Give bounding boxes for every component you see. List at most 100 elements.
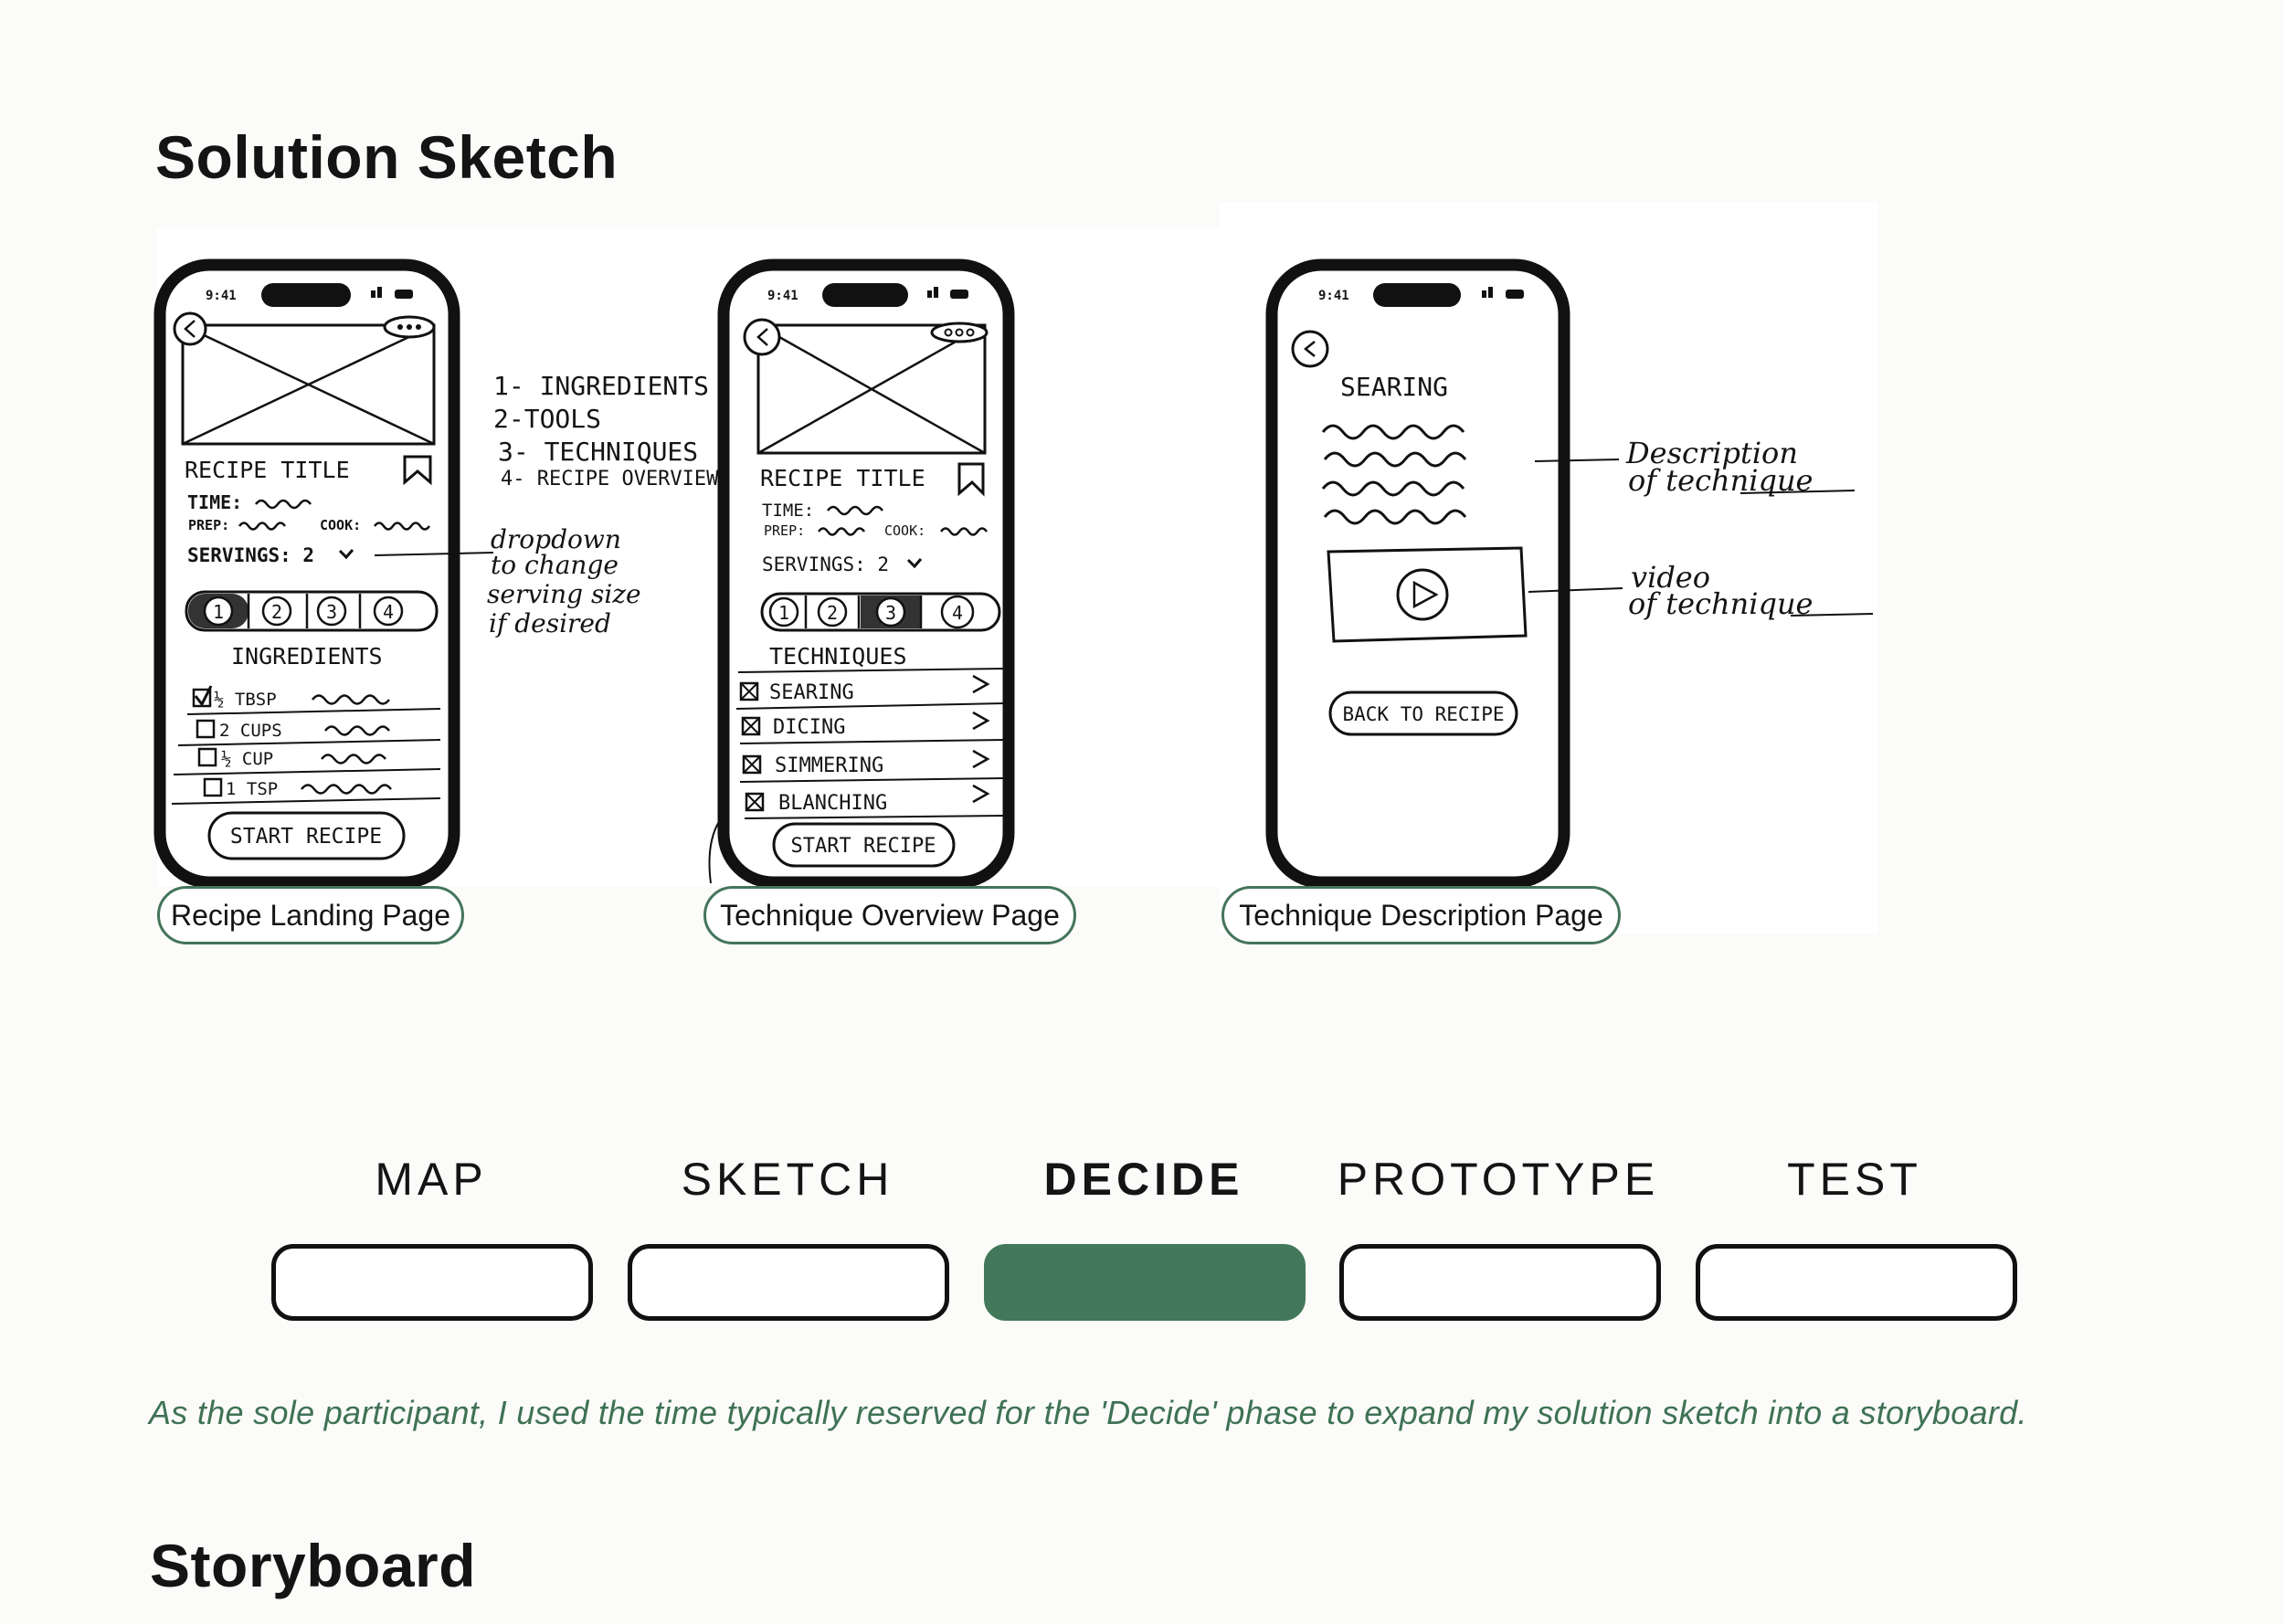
phone-notch <box>822 283 908 307</box>
technique-heading: SEARING <box>1340 372 1448 402</box>
time-label: TIME: <box>762 501 814 521</box>
technique-row[interactable]: SIMMERING <box>739 749 1006 783</box>
phase-label-decide: DECIDE <box>1043 1154 1244 1205</box>
section-heading: INGREDIENTS <box>231 643 383 670</box>
ingredient-row[interactable]: 2 CUPS <box>177 719 441 746</box>
ingredient-label: ½ CUP <box>221 749 273 769</box>
video-placeholder[interactable] <box>1327 546 1528 643</box>
back-to-recipe-button[interactable] <box>1328 691 1518 736</box>
video-annotation: video of technique <box>1628 560 1874 621</box>
tab-2-label: 2 <box>271 601 282 623</box>
tab-2[interactable] <box>817 596 848 627</box>
phone-frame <box>717 258 1015 889</box>
time-label: TIME: <box>187 491 242 513</box>
ingredient-label: ½ TBSP <box>214 690 277 710</box>
section-title: Solution Sketch <box>155 123 619 191</box>
annotation-line: 1- INGREDIENTS <box>493 371 709 401</box>
phase-test-indicator[interactable] <box>1696 1244 2017 1321</box>
back-to-recipe-label: BACK TO RECIPE <box>1342 703 1504 725</box>
back-icon[interactable] <box>173 311 207 346</box>
tab-1-label: 1 <box>778 602 789 624</box>
annotation-line: serving size <box>487 579 641 609</box>
phase-decide-indicator[interactable] <box>984 1244 1306 1321</box>
annotation-line: 4- RECIPE OVERVIEW <box>501 468 719 490</box>
servings-dropdown[interactable]: SERVINGS: 2 <box>187 544 314 566</box>
annotation-line: 2-TOOLS <box>493 404 601 434</box>
play-icon[interactable] <box>1396 568 1449 621</box>
start-recipe-button[interactable] <box>207 811 406 860</box>
tab-3-label: 3 <box>326 601 337 623</box>
cook-label: COOK: <box>320 517 361 533</box>
phase-label-sketch: SKETCH <box>681 1154 894 1205</box>
caption-technique-overview: Technique Overview Page <box>703 886 1076 944</box>
annotation-line: 3- TECHNIQUES <box>498 437 698 467</box>
ingredient-row[interactable]: 1 TSP <box>171 777 441 805</box>
more-icon[interactable] <box>930 322 989 343</box>
start-recipe-label: START RECIPE <box>230 825 382 849</box>
back-icon[interactable] <box>743 318 781 356</box>
ingredient-label: 1 TSP <box>226 779 278 799</box>
tab-1[interactable] <box>203 596 234 627</box>
phase-map-indicator[interactable] <box>271 1244 593 1321</box>
image-placeholder <box>756 323 987 455</box>
storyboard-title: Storyboard <box>150 1532 477 1599</box>
annotation-line: video <box>1631 560 1710 595</box>
tab-1-label: 1 <box>213 601 224 623</box>
chevron-right-icon <box>972 749 990 769</box>
status-icons <box>371 287 413 299</box>
start-recipe-label: START RECIPE <box>791 835 936 858</box>
phase-label-prototype: PROTOTYPE <box>1337 1154 1660 1205</box>
caption-recipe-landing: Recipe Landing Page <box>157 886 464 944</box>
tab-4[interactable] <box>940 595 975 629</box>
servings-dropdown[interactable]: SERVINGS: 2 <box>762 554 889 575</box>
chevron-down-icon <box>906 558 923 569</box>
tab-3[interactable] <box>316 596 347 627</box>
ingredient-row[interactable]: ½ TBSP <box>186 685 441 715</box>
start-recipe-button[interactable] <box>772 822 956 868</box>
phone-notch <box>1373 283 1461 307</box>
status-time: 9:41 <box>1318 289 1349 303</box>
recipe-title: RECIPE TITLE <box>760 465 925 491</box>
chevron-right-icon <box>972 711 990 731</box>
tab-2-label: 2 <box>827 602 838 624</box>
status-icons <box>927 287 968 299</box>
tab-4-label: 4 <box>952 602 963 624</box>
phone-frame <box>1265 258 1570 889</box>
dropdown-annotation: dropdown to change serving size if desir… <box>487 524 641 638</box>
tab-3-label: 3 <box>885 602 896 624</box>
technique-label: SIMMERING <box>775 754 883 777</box>
ingredient-label: 2 CUPS <box>219 721 282 741</box>
chevron-right-icon <box>972 784 990 804</box>
phase-prototype-indicator[interactable] <box>1339 1244 1661 1321</box>
annotation-line: dropdown <box>491 524 621 554</box>
tab-4[interactable] <box>373 596 404 627</box>
prep-label: PREP: <box>188 517 229 533</box>
ingredient-row[interactable]: ½ CUP <box>173 747 441 775</box>
phone-notch <box>261 283 351 307</box>
tab-3[interactable] <box>875 596 906 627</box>
phase-label-map: MAP <box>375 1154 488 1205</box>
technique-label: DICING <box>773 716 845 739</box>
chevron-down-icon <box>338 549 354 560</box>
description-annotation: Description of technique <box>1625 436 1856 498</box>
status-icons <box>1482 287 1524 299</box>
tab-4-label: 4 <box>383 601 394 623</box>
bookmark-icon[interactable] <box>957 462 985 497</box>
bookmark-icon[interactable] <box>403 455 432 486</box>
annotation-line: of technique <box>1628 586 1813 621</box>
technique-row[interactable]: SEARING <box>735 674 1006 710</box>
technique-row[interactable]: BLANCHING <box>744 784 1006 819</box>
technique-label: BLANCHING <box>778 792 887 815</box>
chevron-right-icon <box>972 674 990 694</box>
back-icon[interactable] <box>1291 330 1329 368</box>
prep-label: PREP: <box>764 522 805 539</box>
tab-2[interactable] <box>261 596 292 627</box>
status-time: 9:41 <box>767 289 798 303</box>
recipe-title: RECIPE TITLE <box>185 457 350 483</box>
technique-row[interactable]: DICING <box>739 711 1006 744</box>
annotation-line: Description <box>1625 436 1798 470</box>
phase-sketch-indicator[interactable] <box>628 1244 949 1321</box>
tab-1[interactable] <box>768 596 799 627</box>
tabs-annotation: 1- INGREDIENTS 2-TOOLS 3- TECHNIQUES 4- … <box>493 371 719 490</box>
